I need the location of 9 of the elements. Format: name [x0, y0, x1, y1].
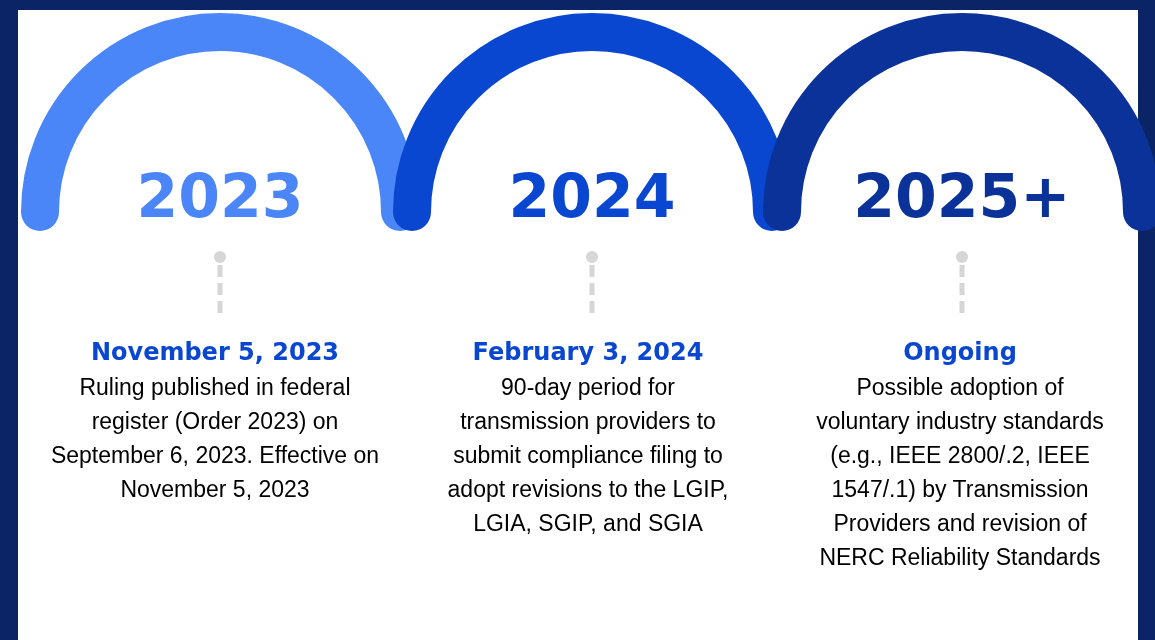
- year-heading: 2023: [135, 161, 305, 231]
- year-heading: 2025+: [852, 161, 1072, 231]
- year-heading: 2024: [507, 161, 677, 231]
- date-heading: Ongoing: [903, 338, 1017, 366]
- date-heading: February 3, 2024: [472, 338, 704, 366]
- description-text: Ruling published in federal register (Order 2023) on September 6, 2023. Effective on November 5, 2023: [49, 373, 381, 504]
- description-text: 90-day period for transmission providers to submit compliance filing to adopt revisions to the LGIP, LGIA, SGIP, and SGIA: [446, 373, 730, 538]
- date-heading: November 5, 2023: [90, 338, 340, 366]
- description-text: Possible adoption of voluntary industry standards (e.g., IEEE 2800/.2, IEEE 1547/.1) by Transmission Providers and revision of NERC Reliability Standards: [815, 373, 1105, 572]
